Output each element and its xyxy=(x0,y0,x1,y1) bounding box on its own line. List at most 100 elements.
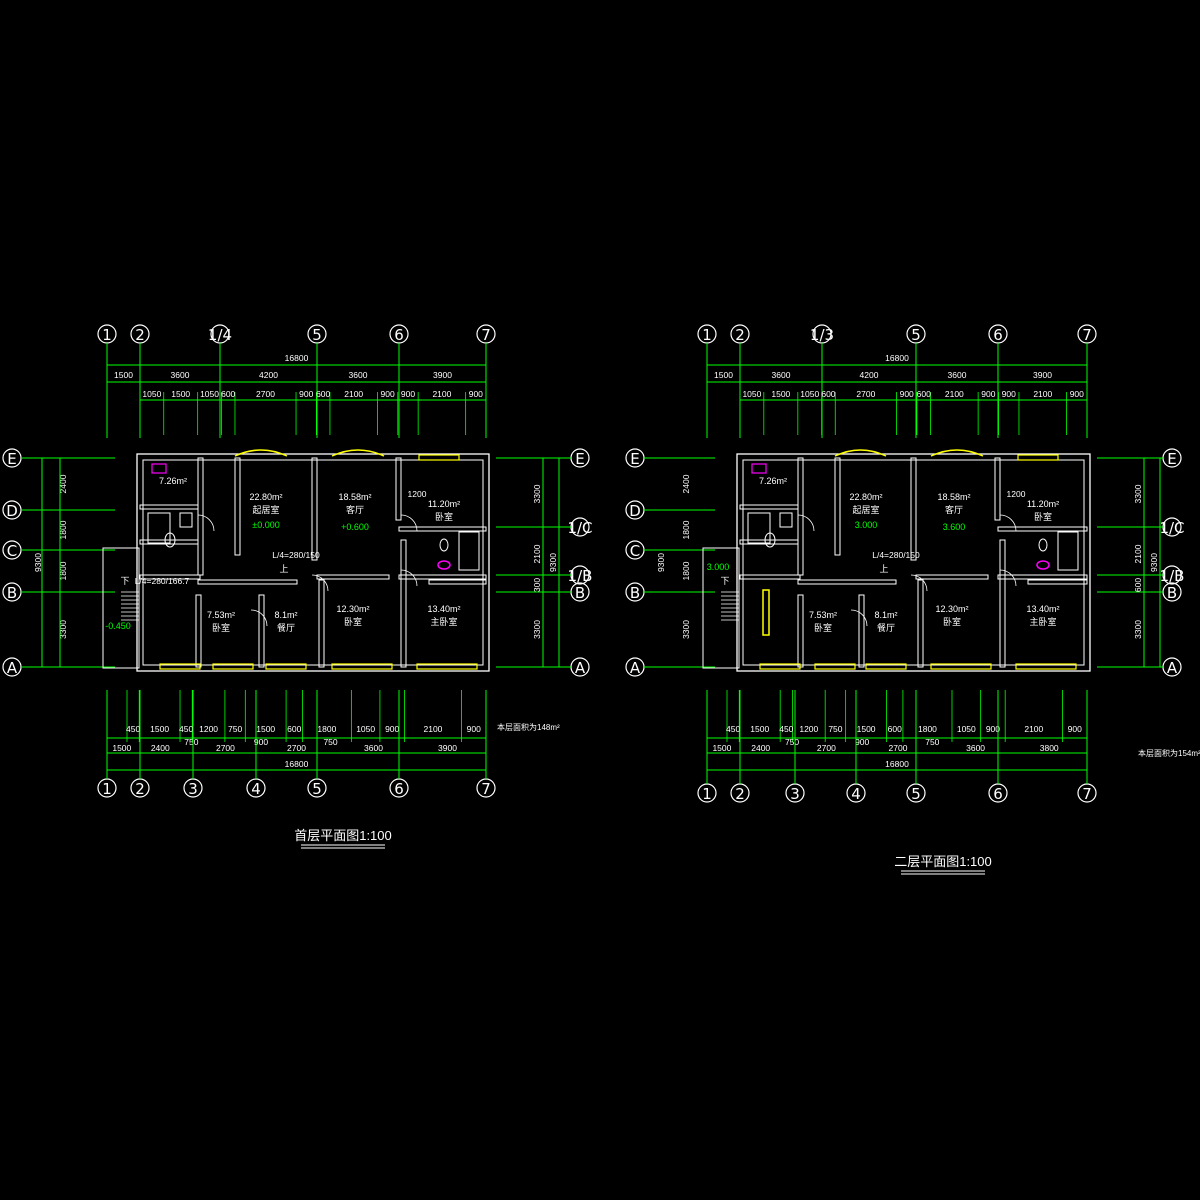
fixtures xyxy=(747,463,1079,571)
dim-bottom-row1: 1500 xyxy=(857,724,876,734)
dim-top-row2: 900 xyxy=(1002,389,1016,399)
dim-right: 2100 xyxy=(1133,544,1143,563)
room-name-1: 起居室 xyxy=(252,504,279,515)
dim-left: 2400 xyxy=(681,474,691,493)
dim-top-row2: 2700 xyxy=(256,389,275,399)
dim-bottom-row2: 2700 xyxy=(216,743,235,753)
dim-bottom-row1: 450 xyxy=(126,724,140,734)
dim-bottom-row1: 1050 xyxy=(957,724,976,734)
stair-up-label: 上 xyxy=(279,564,288,574)
door-dimension: 1200 xyxy=(1007,489,1026,499)
dim-top-row2: 2700 xyxy=(856,389,875,399)
interior-wall-v xyxy=(858,594,865,668)
level-label-1: 3.600 xyxy=(943,522,966,532)
axis-right-0: E xyxy=(575,450,584,468)
window xyxy=(159,663,201,670)
dim-right: 3300 xyxy=(532,484,542,503)
stove-icon xyxy=(151,463,167,474)
staircase xyxy=(702,547,770,669)
axis-top-1: 2 xyxy=(135,326,145,344)
room-name-2: 客厅 xyxy=(945,504,963,515)
dim-bottom-row1: 1200 xyxy=(199,724,218,734)
interior-wall-h xyxy=(428,579,487,585)
room-area-6: 12.30m² xyxy=(935,604,968,614)
dim-bottom-row2: 2700 xyxy=(817,743,836,753)
room-area-5: 8.1m² xyxy=(874,610,897,620)
axis-left-0: E xyxy=(630,450,639,468)
bay-window xyxy=(331,449,385,457)
dim-top-row2: 900 xyxy=(981,389,995,399)
dim-bottom-row1: 1500 xyxy=(750,724,769,734)
axis-bottom-6: 7 xyxy=(1082,785,1092,803)
room-area-0: 7.26m² xyxy=(159,476,187,486)
dim-top-row2: 1050 xyxy=(142,389,161,399)
room-area-1: 22.80m² xyxy=(249,492,282,502)
stove-icon xyxy=(751,463,767,474)
axis-top-2: 1/4 xyxy=(208,326,232,344)
bathtub-icon xyxy=(1057,531,1079,571)
dim-top-row1: 1500 xyxy=(714,370,733,380)
window xyxy=(865,663,907,670)
dim-bottom-row1: 900 xyxy=(467,724,481,734)
dim-left-total: 9300 xyxy=(33,553,43,572)
dim-top-row2: 900 xyxy=(401,389,415,399)
dim-right-total: 9300 xyxy=(1149,553,1159,572)
dim-bottom-row2: 750 xyxy=(925,737,939,747)
axis-bottom-4: 5 xyxy=(312,780,322,798)
axis-right-2: 1/B xyxy=(568,567,593,585)
door-swing xyxy=(250,609,268,627)
window xyxy=(416,663,478,670)
interior-wall-v xyxy=(195,594,202,668)
dim-left: 2400 xyxy=(58,474,68,493)
plan-title: 二层平面图1:100 xyxy=(894,854,992,869)
axis-bottom-2: 3 xyxy=(188,780,198,798)
room-name-2: 客厅 xyxy=(346,504,364,515)
dim-bottom-row2: 1500 xyxy=(712,743,731,753)
staircase xyxy=(102,547,140,669)
dim-bottom-row1: 900 xyxy=(986,724,1000,734)
dim-bottom-row2: 2400 xyxy=(151,743,170,753)
dim-top-row1: 3900 xyxy=(433,370,452,380)
dim-top-row1: 1500 xyxy=(114,370,133,380)
interior-wall-h xyxy=(398,574,487,580)
outer-wall-outer xyxy=(136,453,490,672)
interior-wall-h xyxy=(739,504,799,510)
axis-bottom-4: 5 xyxy=(911,785,921,803)
interior-wall-h xyxy=(739,574,801,580)
area-note: 本层面积为148m² xyxy=(497,722,560,732)
room-name-3: 卧室 xyxy=(1034,511,1052,522)
axis-left-2: C xyxy=(630,542,640,560)
dim-left: 1800 xyxy=(58,520,68,539)
toilet-icon xyxy=(164,532,176,548)
dim-top-row2: 900 xyxy=(900,389,914,399)
level-label-2: -0.450 xyxy=(105,621,131,631)
dim-top-row2: 1500 xyxy=(771,389,790,399)
interior-wall-v xyxy=(834,457,841,556)
dim-total-top: 16800 xyxy=(285,353,309,363)
axis-right-1: 1/C xyxy=(1159,519,1184,537)
door-swing xyxy=(797,514,815,532)
stair-down-label: 下 xyxy=(720,576,729,586)
axis-top-3: 5 xyxy=(312,326,322,344)
dim-top-row2: 600 xyxy=(221,389,235,399)
door-swing xyxy=(850,609,868,627)
axis-top-2: 1/3 xyxy=(810,326,834,344)
axis-left-4: A xyxy=(7,659,18,677)
room-area-7: 13.40m² xyxy=(427,604,460,614)
dim-bottom-row2: 2700 xyxy=(889,743,908,753)
toilet-icon xyxy=(764,532,776,548)
room-area-2: 18.58m² xyxy=(937,492,970,502)
window xyxy=(418,454,460,461)
dim-top-row2: 1050 xyxy=(200,389,219,399)
dim-top-row2: 900 xyxy=(1070,389,1084,399)
axis-top-3: 5 xyxy=(911,326,921,344)
axis-left-3: B xyxy=(7,584,17,602)
interior-wall-h xyxy=(139,504,199,510)
interior-wall-v xyxy=(395,457,402,521)
axis-right-0: E xyxy=(1167,450,1176,468)
level-label-1: +0.600 xyxy=(341,522,369,532)
interior-wall-v xyxy=(994,457,1001,521)
dim-top-row1: 3600 xyxy=(772,370,791,380)
